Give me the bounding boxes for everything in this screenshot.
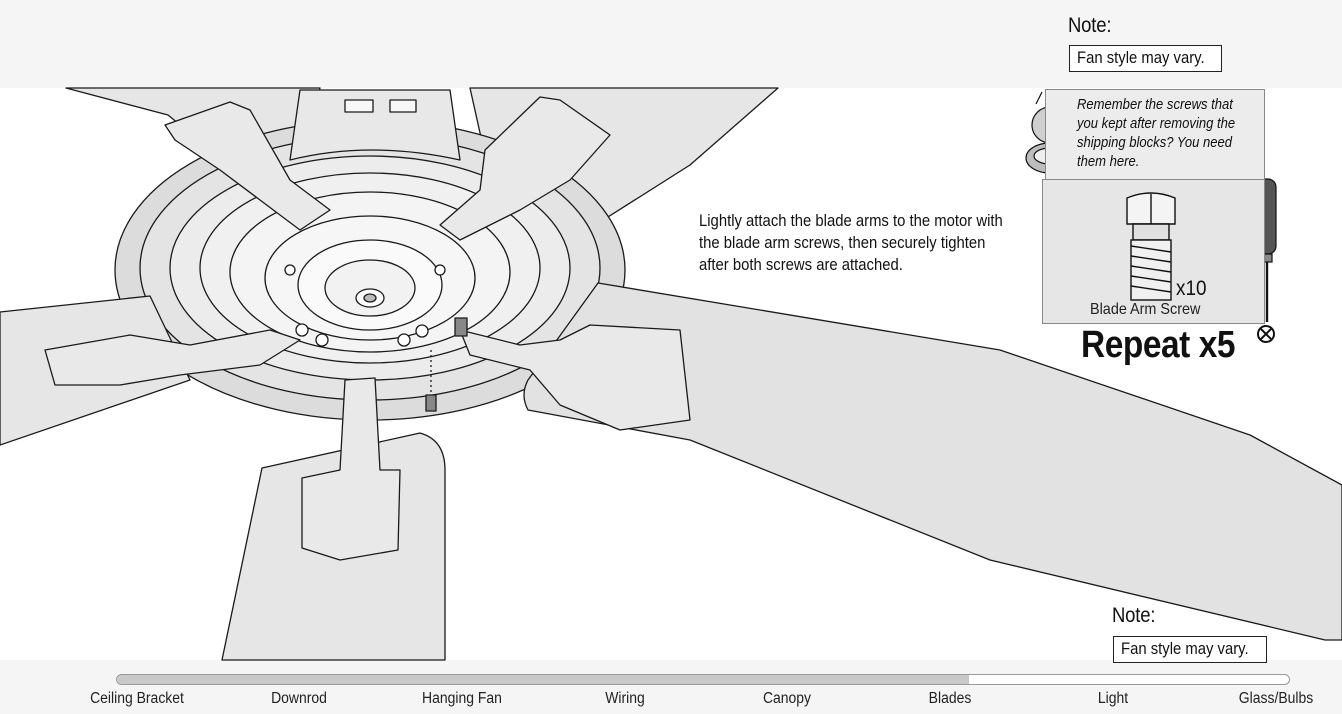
blade-arm-upper-left (164, 101, 331, 231)
reminder-text: Remember the screws that you kept after … (1077, 96, 1267, 172)
note-label-bottom: Note: (1112, 604, 1156, 627)
blade-right (523, 282, 1342, 641)
hub-screw (415, 324, 429, 338)
progress-step: Ceiling Bracket (90, 690, 184, 707)
progress-fill (117, 675, 970, 684)
progress-step: Glass/Bulbs (1238, 690, 1314, 707)
hub-screw (315, 333, 329, 347)
progress-step: Light (1097, 690, 1129, 707)
reminder-line: them here. (1077, 154, 1140, 170)
progress-step: Blades (928, 690, 972, 707)
note-text-top: Fan style may vary. (1077, 49, 1205, 67)
footer-band (0, 660, 1342, 714)
instruction-line: Lightly attach the blade arms to the mot… (699, 212, 1003, 230)
reminder-line: shipping blocks? You need (1077, 135, 1233, 151)
progress-step: Hanging Fan (422, 690, 502, 707)
blade-arm-right (459, 324, 691, 431)
reminder-box (1045, 89, 1265, 180)
hub-screw (397, 333, 411, 347)
hardware-box (1042, 179, 1265, 324)
instruction-text: Lightly attach the blade arms to the mot… (699, 210, 1039, 276)
repeat-instruction: Repeat x5 (1081, 324, 1236, 366)
note-text-bottom: Fan style may vary. (1121, 640, 1249, 658)
screw-count: x10 (1176, 277, 1207, 300)
blade-arm-left (44, 329, 301, 386)
instruction-line: after both screws are attached. (699, 256, 903, 274)
reminder-line: Remember the screws that (1077, 97, 1233, 113)
note-box-bottom: Fan style may vary. (1113, 636, 1267, 663)
blade-arm-bottom (301, 377, 401, 561)
blade-arm-upper-right (439, 96, 611, 241)
hub-screw (295, 323, 309, 337)
header-band (0, 0, 1342, 88)
note-label-top: Note: (1068, 14, 1112, 37)
hub-screw (434, 264, 446, 276)
reminder-line: you kept after removing the (1077, 116, 1236, 132)
progress-step: Wiring (605, 690, 645, 707)
hub-screw (284, 264, 296, 276)
progress-bar (116, 674, 1290, 685)
screw-name: Blade Arm Screw (1090, 301, 1201, 318)
progress-step: Canopy (762, 690, 812, 707)
note-box-top: Fan style may vary. (1069, 45, 1222, 72)
instruction-line: the blade arm screws, then securely tigh… (699, 234, 986, 252)
progress-step: Downrod (271, 690, 327, 707)
screw-icon (1126, 192, 1176, 301)
